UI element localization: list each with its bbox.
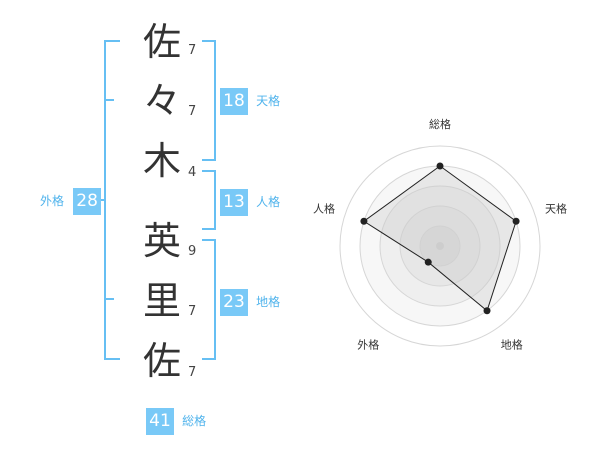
- radar-point: [424, 258, 432, 266]
- tenkaku-group: 18 天格: [220, 88, 280, 115]
- radar-point: [360, 217, 368, 225]
- jinkaku-value: 13: [220, 189, 248, 216]
- tenkaku-value: 18: [220, 88, 248, 115]
- gaikaku-bracket-tick: [104, 298, 114, 300]
- radar-axis-label: 天格: [545, 201, 567, 215]
- radar-center-dot: [436, 242, 444, 250]
- radar-point: [512, 217, 520, 225]
- name-char-5: 里: [142, 279, 181, 323]
- stroke-count-6: 7: [188, 365, 197, 380]
- radar-point: [483, 307, 491, 315]
- name-char-2: 々: [142, 79, 181, 123]
- radar-series-polygon: [363, 165, 517, 312]
- radar-axis-label: 総格: [429, 117, 451, 131]
- radar-point: [436, 162, 444, 170]
- name-char-4: 英: [142, 219, 181, 263]
- jinkaku-bracket: [202, 170, 216, 230]
- chikaku-group: 23 地格: [220, 289, 280, 316]
- stroke-count-3: 4: [188, 165, 197, 180]
- chikaku-label: 地格: [256, 295, 281, 309]
- name-char-3: 木: [142, 139, 181, 183]
- name-char-6: 佐: [142, 339, 181, 383]
- radar-axis-label: 人格: [313, 201, 335, 215]
- name-char-1: 佐: [142, 20, 181, 64]
- stroke-count-5: 7: [188, 304, 197, 319]
- chikaku-bracket: [202, 239, 216, 360]
- soukaku-label: 総格: [182, 414, 207, 428]
- gaikaku-value: 28: [73, 188, 102, 215]
- gaikaku-label: 外格: [40, 194, 65, 208]
- gaikaku-group: 外格 28: [40, 188, 102, 215]
- chikaku-value: 23: [220, 289, 248, 316]
- soukaku-group: 41 総格: [146, 408, 206, 435]
- soukaku-value: 41: [146, 408, 174, 435]
- radar-axis-label: 外格: [357, 338, 379, 352]
- radar-axis-label: 地格: [501, 338, 523, 352]
- radar-points: [360, 162, 520, 315]
- radar-area: [363, 165, 517, 312]
- radar-grid: [339, 145, 541, 347]
- gaikaku-bracket-tick: [104, 99, 114, 101]
- gaikaku-bracket: [104, 40, 120, 360]
- jinkaku-group: 13 人格: [220, 189, 280, 216]
- stroke-count-2: 7: [188, 104, 197, 119]
- tenkaku-bracket: [202, 40, 216, 161]
- stroke-count-4: 9: [188, 244, 197, 259]
- tenkaku-label: 天格: [256, 94, 281, 108]
- jinkaku-label: 人格: [256, 195, 281, 209]
- stroke-count-1: 7: [188, 43, 197, 58]
